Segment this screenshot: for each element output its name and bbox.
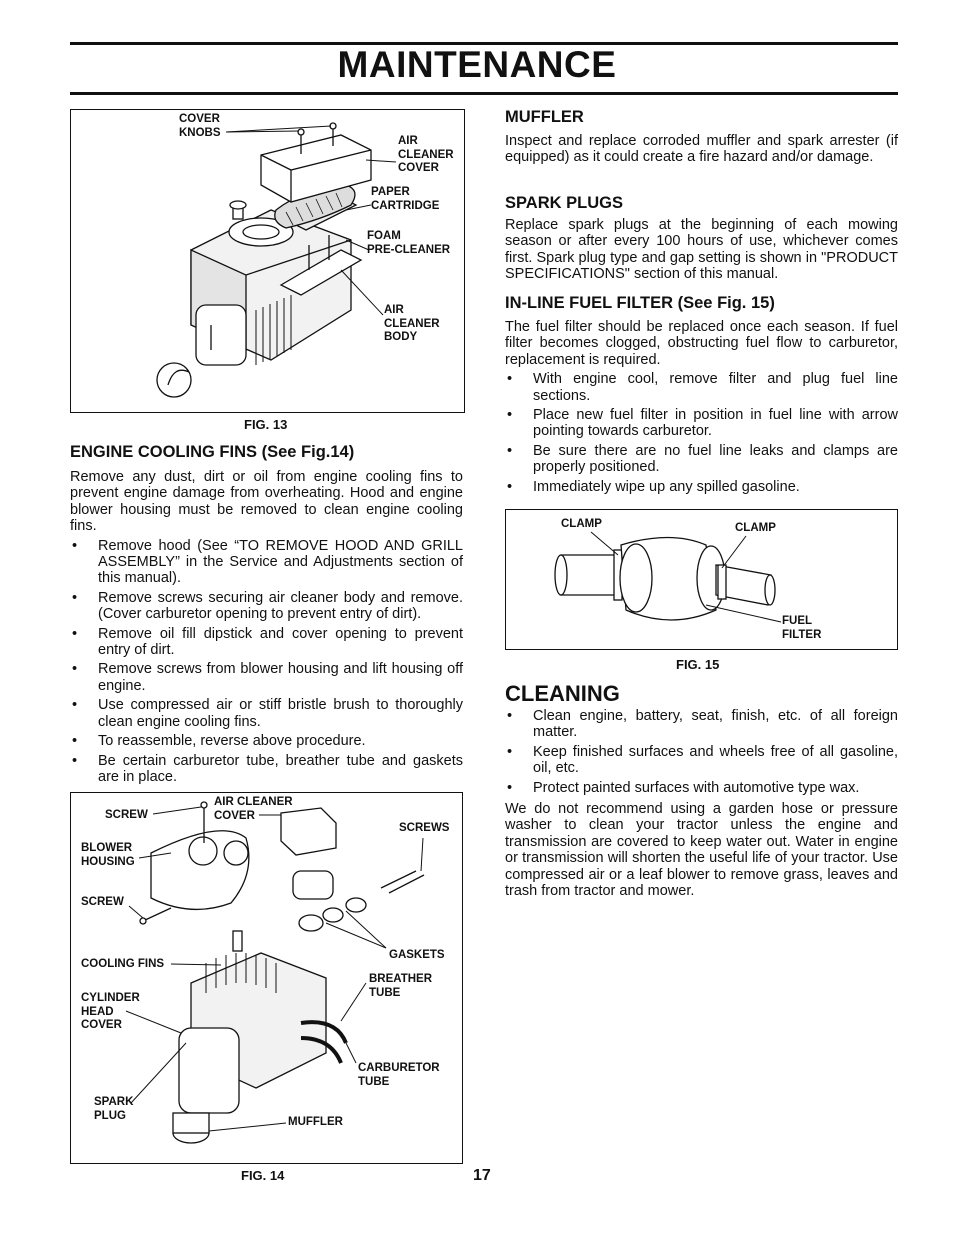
label-muffler: MUFFLER	[288, 1116, 343, 1128]
label-paper-cartridge: PAPER CARTRIDGE	[371, 186, 440, 212]
label-air-cleaner-body: AIR CLEANER BODY	[384, 304, 440, 343]
fig14-drawing	[125, 801, 425, 1144]
label-air-cleaner-cover: AIR CLEANER COVER	[214, 796, 293, 822]
fig14-cooling-fins-diagram: SCREW AIR CLEANER COVER SCREWS BLOWER HO…	[70, 792, 463, 1164]
cooling-bullet-list: •Remove hood (See “TO REMOVE HOOD AND GR…	[70, 538, 463, 786]
list-item: •Remove oil fill dipstick and cover open…	[72, 625, 463, 659]
fig13-air-cleaner-diagram: COVER KNOBS AIR CLEANER COVER PAPER CART…	[70, 109, 465, 413]
fuel-filter-heading: IN-LINE FUEL FILTER (See Fig. 15)	[505, 294, 775, 312]
label-clamp-left: CLAMP	[561, 518, 602, 530]
page-title: MAINTENANCE	[337, 44, 617, 85]
label-screw-top: SCREW	[105, 809, 148, 821]
label-screw-side: SCREW	[81, 896, 124, 908]
muffler-text: Inspect and replace corroded muffler and…	[505, 133, 898, 166]
label-spark-plug: SPARK PLUG	[94, 1096, 134, 1122]
cleaning-heading: CLEANING	[505, 681, 620, 706]
cooling-heading: ENGINE COOLING FINS (See Fig.14)	[70, 443, 355, 461]
label-clamp-right: CLAMP	[735, 522, 776, 534]
list-item: •Remove screws securing air cleaner body…	[72, 589, 463, 623]
cooling-section: ENGINE COOLING FINS (See Fig.14) Remove …	[70, 443, 463, 788]
page-number: 17	[473, 1167, 491, 1184]
muffler-section: MUFFLER Inspect and replace corroded muf…	[505, 108, 898, 166]
list-item: •Protect painted surfaces with automotiv…	[507, 779, 860, 796]
top-rule	[70, 42, 898, 45]
label-air-cleaner-cover: AIR CLEANER COVER	[398, 135, 454, 174]
spark-plugs-section: SPARK PLUGS Replace spark plugs at the b…	[505, 194, 898, 283]
label-gaskets: GASKETS	[389, 949, 445, 961]
list-item: •Be sure there are no fuel line leaks an…	[507, 442, 898, 476]
title-underline	[70, 92, 898, 95]
fuel-filter-section: IN-LINE FUEL FILTER (See Fig. 15) The fu…	[505, 294, 898, 498]
list-item: •Immediately wipe up any spilled gasolin…	[507, 478, 800, 495]
list-item: •To reassemble, reverse above procedure.	[72, 733, 366, 750]
fig13-drawing	[156, 122, 397, 398]
list-item: •Place new fuel filter in position in fu…	[507, 407, 898, 440]
list-item: •Be certain carburetor tube, breather tu…	[72, 752, 463, 785]
fuel-filter-intro: The fuel filter should be replaced once …	[505, 319, 898, 368]
label-fuel-filter: FUEL FILTER	[782, 615, 822, 641]
cleaning-bullet-list: •Clean engine, battery, seat, finish, et…	[505, 708, 898, 796]
list-item: •Clean engine, battery, seat, finish, et…	[507, 708, 898, 741]
list-item: •Remove hood (See “TO REMOVE HOOD AND GR…	[72, 537, 463, 587]
label-cooling-fins: COOLING FINS	[81, 958, 165, 970]
label-carburetor-tube: CARBURETOR TUBE	[358, 1062, 440, 1088]
cleaning-section: CLEANING •Clean engine, battery, seat, f…	[505, 681, 898, 899]
label-cylinder-head-cover: CYLINDER HEAD COVER	[81, 992, 140, 1031]
fig15-fuel-filter-diagram: CLAMP CLAMP FUEL FILTER	[505, 509, 898, 650]
list-item: •With engine cool, remove filter and plu…	[507, 371, 898, 404]
fig15-caption: FIG. 15	[676, 657, 720, 672]
label-cover-knobs: COVER KNOBS	[179, 113, 221, 139]
fig14-caption: FIG. 14	[241, 1168, 285, 1183]
cleaning-text: We do not recommend using a garden hose …	[505, 801, 898, 900]
spark-plugs-text: Replace spark plugs at the beginning of …	[505, 217, 898, 283]
fig15-drawing	[554, 531, 782, 623]
list-item: •Remove screws from blower housing and l…	[72, 661, 463, 694]
list-item: •Use compressed air or stiff bristle bru…	[72, 697, 463, 730]
fig13-caption: FIG. 13	[244, 417, 288, 432]
label-blower-housing: BLOWER HOUSING	[81, 842, 135, 868]
fuel-filter-bullet-list: •With engine cool, remove filter and plu…	[505, 371, 898, 495]
label-breather-tube: BREATHER TUBE	[369, 973, 433, 999]
list-item: •Keep finished surfaces and wheels free …	[507, 743, 898, 777]
label-screws: SCREWS	[399, 822, 450, 834]
cooling-intro: Remove any dust, dirt or oil from engine…	[70, 469, 463, 535]
muffler-heading: MUFFLER	[505, 108, 584, 126]
spark-plugs-heading: SPARK PLUGS	[505, 194, 623, 212]
label-foam-pre-cleaner: FOAM PRE-CLEANER	[367, 230, 451, 256]
